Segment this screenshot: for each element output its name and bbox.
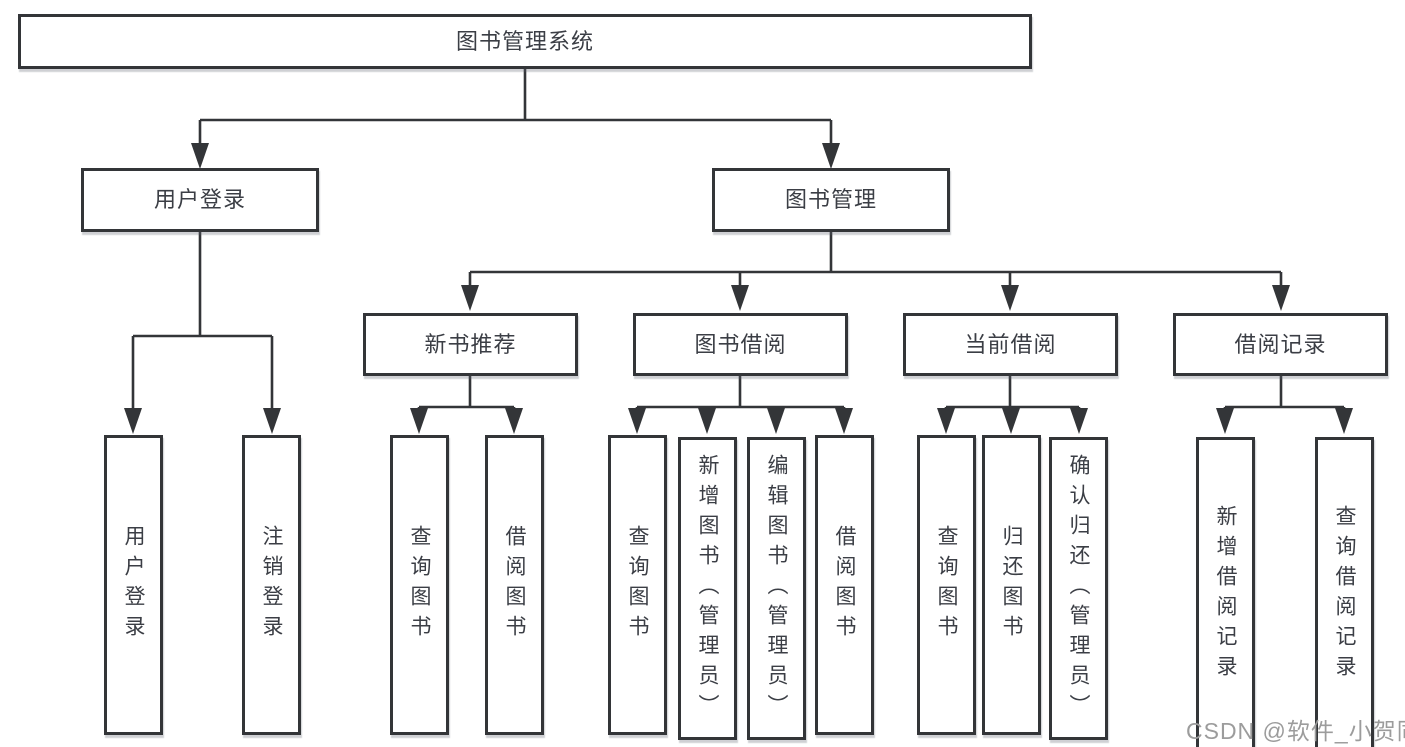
- leaf-query-books-recommend: 查询图书: [390, 435, 449, 735]
- node-new-book-recommend: 新书推荐: [363, 313, 578, 376]
- connector-paths: [131, 69, 1346, 413]
- leaf-add-borrow-record: 新增借阅记录: [1196, 437, 1255, 747]
- leaf-query-books-borrowing: 查询图书: [608, 435, 667, 735]
- leaf-query-borrow-record: 查询借阅记录: [1315, 437, 1374, 747]
- leaf-logout: 注销登录: [242, 435, 301, 735]
- node-current-borrowing: 当前借阅: [903, 313, 1118, 376]
- arrowheads: [124, 143, 1353, 434]
- node-borrowing-records: 借阅记录: [1173, 313, 1388, 376]
- node-book-borrowing: 图书借阅: [633, 313, 848, 376]
- leaf-return-books: 归还图书: [982, 435, 1041, 735]
- leaf-confirm-return-admin: 确认归还（管理员）: [1049, 437, 1108, 740]
- node-library-management-system: 图书管理系统: [18, 14, 1032, 69]
- leaf-borrow-books-borrowing: 借阅图书: [815, 435, 874, 735]
- leaf-borrow-books-recommend: 借阅图书: [485, 435, 544, 735]
- watermark: CSDN @软件_小贺同学: [1186, 718, 1405, 744]
- leaf-user-login: 用户登录: [104, 435, 163, 735]
- leaf-query-books-current: 查询图书: [917, 435, 976, 735]
- node-book-management: 图书管理: [712, 168, 950, 232]
- leaf-edit-books-admin: 编辑图书（管理员）: [747, 437, 806, 740]
- leaf-add-books-admin: 新增图书（管理员）: [678, 437, 737, 740]
- node-user-login: 用户登录: [81, 168, 319, 232]
